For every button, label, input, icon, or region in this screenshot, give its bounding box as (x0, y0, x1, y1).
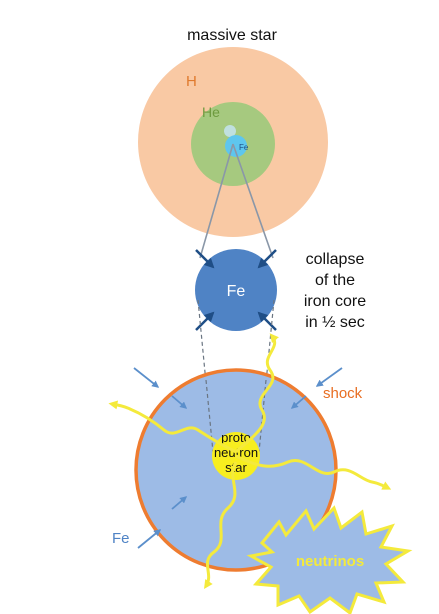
infall-arrow-outer-bottom-left (137, 529, 162, 549)
dashed-line-left-inner (205, 379, 214, 453)
infall-arrow-inner-left (171, 395, 188, 409)
neutrino-wave-bottom (204, 461, 238, 589)
label-shock: shock (323, 385, 363, 402)
label-neutrinos: neutrinos (296, 553, 364, 570)
dashed-line-right-inner (258, 379, 267, 453)
neutrino-wave-left (108, 400, 237, 454)
collapse-text-line4: in ½ sec (305, 314, 365, 331)
iron-core (195, 249, 277, 331)
proto-text-line1: proto (221, 430, 251, 445)
inner-shell-small (224, 125, 236, 137)
collapse-arrow-top-left (195, 249, 215, 269)
projection-line-left (199, 143, 234, 259)
infall-arrow-inner-right (290, 395, 307, 409)
collapse-text-line2: of the (315, 272, 355, 289)
projection-line-right (232, 143, 274, 259)
infall-arrow-outer-left (133, 367, 160, 388)
collapse-text-line1: collapse (306, 251, 365, 268)
label-helium: He (202, 104, 220, 120)
collapse-arrow-bottom-left (195, 311, 215, 331)
label-iron-small: Fe (239, 143, 249, 152)
title-massive-star: massive star (187, 27, 277, 44)
label-iron-core: Fe (227, 283, 246, 300)
label-hydrogen: H (186, 73, 197, 90)
collapse-arrow-top-right (257, 249, 277, 269)
neutrino-burst (246, 505, 413, 614)
neutrino-wave-top (234, 333, 279, 454)
infall-arrow-inner-bottom-left (171, 496, 188, 510)
collapse-text-line3: iron core (304, 293, 366, 310)
label-infall-iron: Fe (112, 530, 130, 547)
collapse-arrow-bottom-right (257, 311, 277, 331)
proto-text-line3: star (225, 460, 247, 475)
proto-text-line2: neutron (214, 445, 258, 460)
neutrino-wave-right (235, 454, 392, 490)
infall-arrow-outer-right (315, 367, 343, 387)
